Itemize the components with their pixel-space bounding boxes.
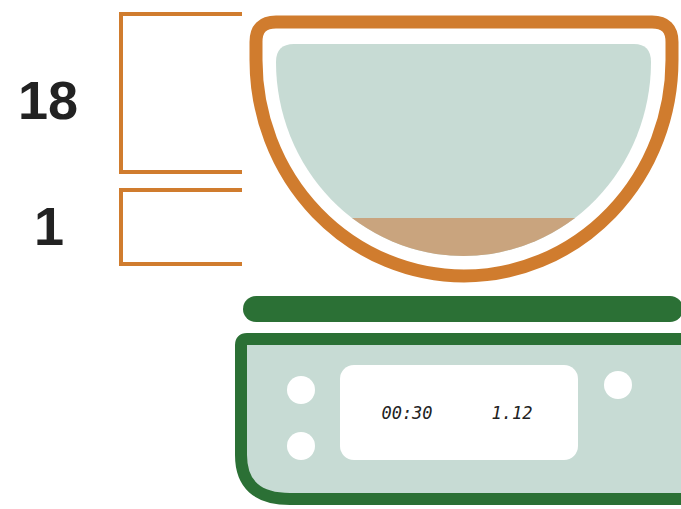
display-reading: 1.12: [492, 405, 533, 422]
button: [604, 371, 632, 399]
button: [287, 376, 315, 404]
bracket: [121, 14, 242, 172]
display-reading: 00:30: [381, 405, 432, 422]
scale-display: 00:30 1.12: [340, 365, 578, 460]
scale-plate: [243, 296, 681, 322]
scale-body: [241, 339, 681, 499]
button: [287, 432, 315, 460]
bracket: [121, 190, 242, 264]
coffee-grounds: [250, 218, 680, 268]
bracket-label: 18: [18, 73, 78, 127]
bracket-label: 1: [34, 199, 64, 253]
